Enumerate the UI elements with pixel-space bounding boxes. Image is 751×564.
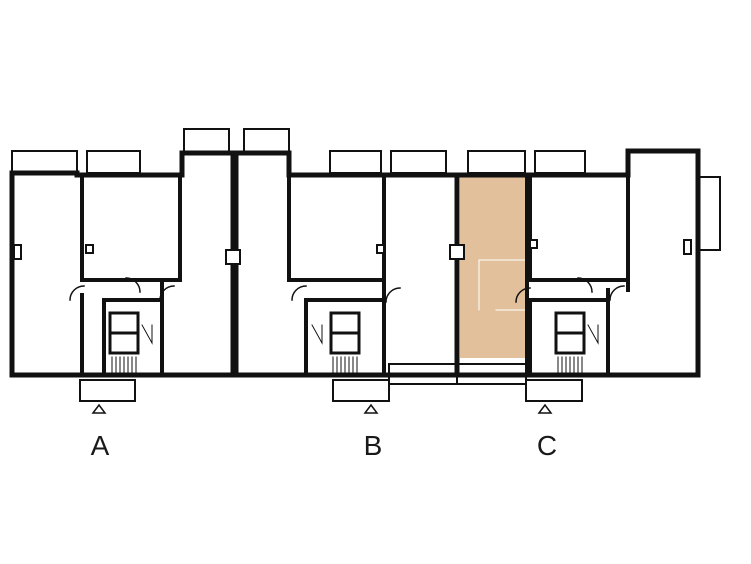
balcony bbox=[697, 176, 721, 251]
entrance-arrow-c bbox=[537, 403, 553, 414]
porch-b bbox=[332, 379, 390, 402]
entrance-arrow-a bbox=[91, 403, 107, 414]
entrance-label-b: B bbox=[363, 430, 383, 461]
highlighted-apartment-inner-lines bbox=[478, 259, 528, 311]
balcony bbox=[183, 128, 230, 153]
balcony bbox=[534, 150, 586, 174]
entrance-arrows bbox=[91, 403, 553, 414]
stair-cores bbox=[108, 311, 586, 355]
columns bbox=[13, 239, 692, 265]
entrance-label-c: C bbox=[536, 430, 558, 461]
entrance-label-a: A bbox=[90, 430, 110, 461]
balcony bbox=[11, 150, 78, 174]
balcony bbox=[467, 150, 526, 174]
interior-walls bbox=[80, 151, 630, 377]
exterior-walls bbox=[9, 148, 701, 378]
stair-treads bbox=[111, 324, 599, 376]
entrance-arrow-b bbox=[363, 403, 379, 414]
balcony bbox=[329, 150, 382, 174]
balconies bbox=[11, 128, 721, 251]
porch-a bbox=[79, 379, 136, 402]
highlighted-apartment bbox=[460, 175, 527, 358]
door-swings bbox=[69, 277, 625, 303]
entrance-porches bbox=[79, 363, 583, 402]
balcony bbox=[390, 150, 447, 174]
porch-c bbox=[525, 379, 583, 402]
balcony bbox=[86, 150, 141, 174]
balcony bbox=[243, 128, 290, 153]
